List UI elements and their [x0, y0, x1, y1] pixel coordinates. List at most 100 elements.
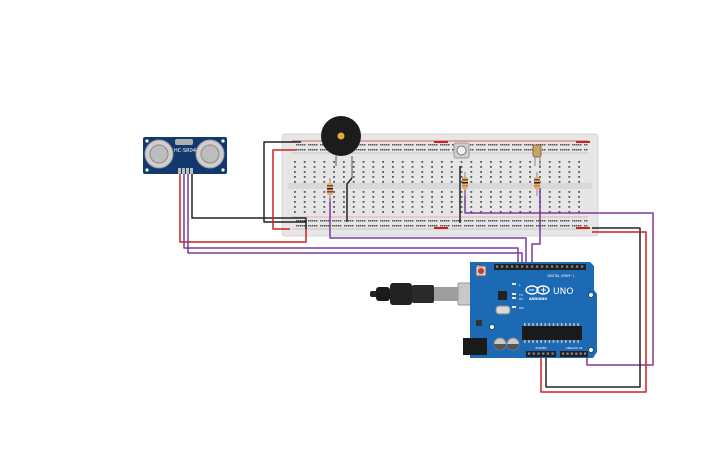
breadboard-hole[interactable]: [470, 161, 473, 163]
rail-hole[interactable]: [430, 225, 432, 227]
rail-hole[interactable]: [424, 225, 426, 227]
breadboard-hole[interactable]: [490, 201, 492, 203]
rail-hole[interactable]: [488, 225, 490, 227]
breadboard-hole[interactable]: [578, 201, 580, 203]
rail-hole[interactable]: [356, 149, 358, 151]
rail-hole[interactable]: [442, 225, 444, 227]
rail-hole[interactable]: [316, 220, 318, 222]
rail-hole[interactable]: [314, 220, 316, 222]
breadboard-hole[interactable]: [411, 181, 414, 183]
rail-hole[interactable]: [420, 225, 422, 227]
breadboard-hole[interactable]: [499, 176, 502, 178]
breadboard-hole[interactable]: [509, 171, 512, 173]
breadboard-hole[interactable]: [519, 161, 522, 163]
breadboard-hole[interactable]: [568, 181, 571, 183]
rail-hole[interactable]: [406, 225, 408, 227]
rail-hole[interactable]: [376, 144, 378, 146]
breadboard-hole[interactable]: [558, 181, 561, 183]
breadboard-hole[interactable]: [490, 206, 492, 208]
rail-hole[interactable]: [508, 149, 510, 151]
rail-hole[interactable]: [336, 225, 338, 227]
rail-hole[interactable]: [494, 149, 496, 151]
rail-hole[interactable]: [352, 220, 354, 222]
breadboard-hole[interactable]: [401, 166, 404, 168]
rail-hole[interactable]: [502, 149, 504, 151]
breadboard-hole[interactable]: [568, 206, 571, 208]
breadboard-hole[interactable]: [343, 196, 345, 198]
breadboard-hole[interactable]: [313, 181, 316, 183]
breadboard-hole[interactable]: [362, 191, 365, 193]
breadboard-hole[interactable]: [333, 166, 335, 168]
rail-hole[interactable]: [368, 220, 370, 222]
breadboard-hole[interactable]: [519, 171, 522, 173]
rail-hole[interactable]: [572, 149, 574, 151]
breadboard-hole[interactable]: [372, 191, 375, 193]
breadboard-hole[interactable]: [470, 191, 473, 193]
rail-hole[interactable]: [374, 220, 376, 222]
rail-hole[interactable]: [372, 220, 374, 222]
rail-hole[interactable]: [428, 149, 430, 151]
rail-hole[interactable]: [490, 220, 492, 222]
breadboard-hole[interactable]: [568, 176, 571, 178]
rail-hole[interactable]: [380, 220, 382, 222]
rail-hole[interactable]: [508, 220, 510, 222]
rail-hole[interactable]: [308, 144, 310, 146]
breadboard-hole[interactable]: [362, 171, 365, 173]
rail-hole[interactable]: [458, 225, 460, 227]
breadboard-hole[interactable]: [372, 211, 375, 213]
rail-hole[interactable]: [550, 144, 552, 146]
rail-hole[interactable]: [432, 225, 434, 227]
rail-hole[interactable]: [524, 225, 526, 227]
rail-hole[interactable]: [584, 225, 586, 227]
rail-hole[interactable]: [512, 220, 514, 222]
breadboard-hole[interactable]: [352, 181, 355, 183]
rail-hole[interactable]: [410, 144, 412, 146]
breadboard-hole[interactable]: [568, 201, 571, 203]
rail-hole[interactable]: [300, 225, 302, 227]
rail-hole[interactable]: [302, 225, 304, 227]
rail-hole[interactable]: [432, 220, 434, 222]
breadboard-hole[interactable]: [509, 161, 512, 163]
rail-hole[interactable]: [544, 144, 546, 146]
rail-hole[interactable]: [484, 225, 486, 227]
rail-hole[interactable]: [446, 144, 448, 146]
breadboard-hole[interactable]: [558, 171, 561, 173]
rail-hole[interactable]: [440, 225, 442, 227]
breadboard-hole[interactable]: [470, 206, 473, 208]
rail-hole[interactable]: [566, 144, 568, 146]
rail-hole[interactable]: [504, 220, 506, 222]
breadboard-hole[interactable]: [313, 191, 316, 193]
breadboard-hole[interactable]: [343, 166, 345, 168]
breadboard-hole[interactable]: [558, 161, 561, 163]
rail-hole[interactable]: [386, 225, 388, 227]
rail-hole[interactable]: [480, 225, 482, 227]
rail-hole[interactable]: [538, 225, 540, 227]
rail-hole[interactable]: [300, 144, 302, 146]
rail-hole[interactable]: [358, 149, 360, 151]
rail-hole[interactable]: [396, 225, 398, 227]
breadboard-hole[interactable]: [509, 196, 512, 198]
rail-hole[interactable]: [388, 144, 390, 146]
breadboard-hole[interactable]: [392, 191, 394, 193]
breadboard-hole[interactable]: [490, 211, 492, 213]
breadboard-hole[interactable]: [401, 206, 404, 208]
breadboard-hole[interactable]: [362, 161, 365, 163]
rail-hole[interactable]: [518, 144, 520, 146]
breadboard-hole[interactable]: [323, 191, 326, 193]
rail-hole[interactable]: [308, 220, 310, 222]
rail-hole[interactable]: [362, 225, 364, 227]
rail-hole[interactable]: [528, 144, 530, 146]
rail-hole[interactable]: [554, 149, 556, 151]
rail-hole[interactable]: [526, 220, 528, 222]
breadboard-hole[interactable]: [441, 201, 443, 203]
rail-hole[interactable]: [484, 149, 486, 151]
rail-hole[interactable]: [554, 144, 556, 146]
breadboard-hole[interactable]: [421, 196, 424, 198]
breadboard-hole[interactable]: [333, 191, 335, 193]
rail-hole[interactable]: [562, 144, 564, 146]
breadboard-hole[interactable]: [362, 211, 365, 213]
breadboard-hole[interactable]: [539, 171, 541, 173]
rail-hole[interactable]: [440, 220, 442, 222]
rail-hole[interactable]: [324, 225, 326, 227]
rail-hole[interactable]: [518, 149, 520, 151]
